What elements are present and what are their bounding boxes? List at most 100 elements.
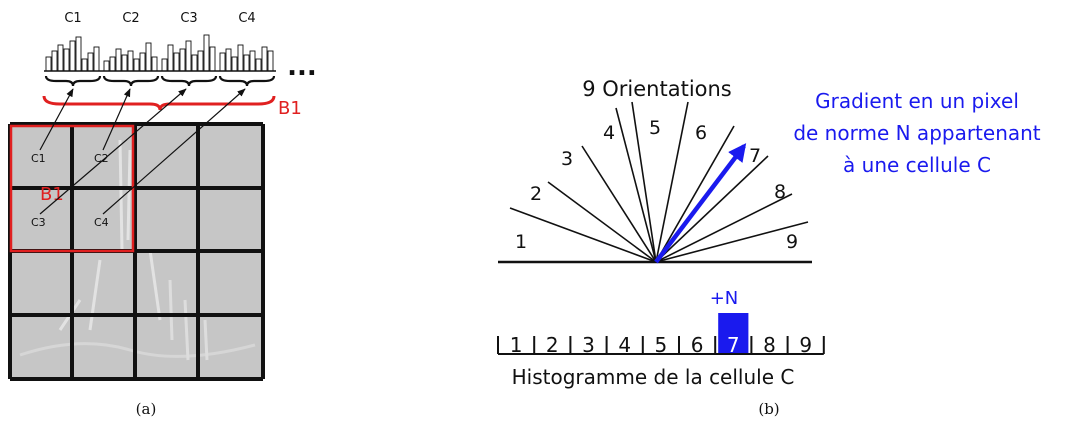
hist-label-c3: C3 bbox=[180, 11, 197, 26]
block-b1-outline bbox=[9, 124, 135, 253]
hist-bar bbox=[225, 48, 232, 72]
image-cell-grid: C1 C2 C3 C4 B1 bbox=[8, 122, 265, 381]
orientation-boundary-line bbox=[655, 221, 809, 263]
orientation-label: 4 bbox=[603, 122, 615, 144]
block-brace-b1 bbox=[42, 95, 276, 111]
hist-bar bbox=[139, 52, 146, 72]
hist-bar bbox=[179, 48, 186, 72]
hist-bar bbox=[209, 46, 216, 72]
bin-label: 2 bbox=[546, 333, 559, 357]
orientation-label: 3 bbox=[561, 148, 573, 170]
hist-bar bbox=[151, 56, 158, 72]
increment-label: +N bbox=[710, 288, 739, 309]
hist-bar bbox=[267, 50, 274, 72]
bin-label: 3 bbox=[582, 333, 595, 357]
bin-label: 6 bbox=[691, 333, 704, 357]
gradient-arrow bbox=[654, 143, 747, 264]
hist-bar bbox=[133, 58, 140, 72]
hist-bar bbox=[255, 58, 262, 72]
hist-label-c2: C2 bbox=[122, 11, 139, 26]
hist-bar bbox=[51, 50, 58, 72]
hist-bar bbox=[145, 42, 152, 72]
hist-bar bbox=[249, 50, 256, 72]
orientation-boundary-line bbox=[655, 155, 769, 263]
orientation-boundary-line bbox=[631, 101, 657, 263]
hist-bar bbox=[87, 52, 94, 72]
hist-bar bbox=[231, 56, 238, 72]
hist-bar bbox=[109, 56, 116, 72]
mapping-arrows bbox=[39, 88, 246, 215]
orientations-title: 9 Orientations bbox=[582, 77, 732, 101]
brace-c2 bbox=[102, 75, 160, 87]
gradient-text-line-1: Gradient en un pixel bbox=[815, 89, 1019, 113]
hist-bar bbox=[93, 46, 100, 72]
hist-bar bbox=[243, 54, 250, 72]
bin-label: 8 bbox=[763, 333, 776, 357]
arrow-c3 bbox=[39, 88, 187, 215]
bin-label: 5 bbox=[655, 333, 668, 357]
orientation-label: 2 bbox=[530, 183, 542, 205]
orientation-boundary-line bbox=[655, 125, 735, 263]
gradient-text-line-2: de norme N appartenant bbox=[793, 121, 1040, 145]
orientation-boundary-line bbox=[655, 101, 689, 263]
hist-bar bbox=[45, 56, 52, 72]
orientation-boundary-line bbox=[615, 107, 657, 263]
block-label-grid: B1 bbox=[40, 184, 64, 205]
hist-bar bbox=[219, 52, 226, 72]
arrow-c2 bbox=[102, 88, 131, 151]
hist-bar bbox=[57, 44, 64, 72]
cell-braces bbox=[44, 75, 276, 87]
hist-bar bbox=[127, 50, 134, 72]
hist-bar bbox=[203, 34, 210, 72]
block-label-top: B1 bbox=[278, 98, 302, 119]
hist-bar bbox=[161, 58, 168, 72]
orientation-label: 8 bbox=[774, 181, 786, 203]
hist-bar bbox=[191, 54, 198, 72]
orientation-boundary-line bbox=[547, 181, 657, 263]
hist-bar bbox=[121, 54, 128, 72]
bin-label: 9 bbox=[799, 333, 812, 357]
orientation-boundary-line bbox=[509, 207, 657, 263]
bin-label: 7 bbox=[727, 333, 740, 357]
hist-bar bbox=[103, 60, 110, 72]
hist-bar bbox=[185, 40, 192, 72]
hist-bar bbox=[69, 40, 76, 72]
hist-bar bbox=[81, 58, 88, 72]
bin-label: 1 bbox=[510, 333, 523, 357]
hist-bar bbox=[63, 48, 70, 72]
orientation-boundary-line bbox=[581, 145, 657, 263]
panel-a: C1 C2 C3 C4 ... B1 bbox=[8, 11, 317, 418]
brace-c4 bbox=[218, 75, 276, 87]
bin-label: 4 bbox=[618, 333, 631, 357]
ellipsis: ... bbox=[287, 52, 317, 82]
hist-bar bbox=[237, 44, 244, 72]
cell-label-c4: C4 bbox=[94, 216, 109, 229]
hist-bar bbox=[197, 50, 204, 72]
gradient-text-line-3: à une cellule C bbox=[843, 153, 991, 177]
hist-bar bbox=[261, 46, 268, 72]
orientation-boundary-line bbox=[655, 193, 793, 263]
orientation-label: 9 bbox=[786, 231, 798, 253]
arrow-c4 bbox=[102, 88, 246, 215]
arrow-c1 bbox=[39, 88, 74, 151]
histogram-caption: Histogramme de la cellule C bbox=[512, 365, 795, 389]
brace-c3 bbox=[160, 75, 218, 87]
brace-c1 bbox=[44, 75, 102, 87]
caption-a: (a) bbox=[136, 400, 157, 418]
cell-label-c3: C3 bbox=[31, 216, 46, 229]
cell-label-c1: C1 bbox=[31, 152, 46, 165]
cell-label-c2: C2 bbox=[94, 152, 109, 165]
caption-b: (b) bbox=[758, 400, 779, 418]
hist-label-c4: C4 bbox=[238, 11, 255, 26]
highlighted-bin bbox=[718, 313, 749, 354]
hist-label-c1: C1 bbox=[64, 11, 81, 26]
orientation-label: 1 bbox=[515, 231, 527, 253]
hist-bar bbox=[75, 36, 82, 72]
image-texture bbox=[19, 139, 256, 361]
orientation-label: 5 bbox=[649, 117, 661, 139]
hist-bar bbox=[173, 52, 180, 72]
